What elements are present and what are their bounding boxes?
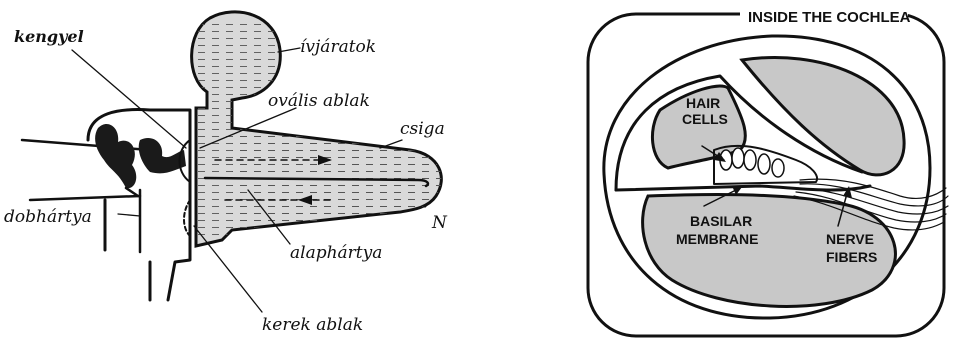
label-membrane: MEMBRANE [676, 231, 758, 247]
malleus-handle [126, 188, 138, 196]
cochlea-cross-section: INSIDE THE COCHLEA [588, 6, 948, 336]
label-alaphartya: alaphártya [290, 243, 382, 263]
label-csiga: csiga [400, 119, 445, 139]
ear-mechanics-diagram: kengyel ívjáratok ovális ablak csiga dob… [4, 12, 448, 335]
label-hair: HAIR [686, 95, 720, 111]
leader-kerek-ablak [194, 226, 262, 312]
label-cells: CELLS [682, 111, 728, 127]
cochlea-title: INSIDE THE COCHLEA [748, 9, 911, 26]
label-basilar: BASILAR [690, 213, 752, 229]
leader-dobhartya [118, 214, 140, 216]
ossicles [95, 124, 136, 188]
stapes-body [139, 138, 186, 173]
label-nerve: NERVE [826, 231, 874, 247]
label-kengyel: kengyel [14, 27, 84, 46]
label-N: N [431, 213, 448, 233]
label-dobhartya: dobhártya [4, 207, 92, 227]
label-fibers: FIBERS [826, 249, 877, 265]
ear-canal-lower-wall [30, 196, 140, 200]
label-ivjaratok: ívjáratok [300, 37, 376, 57]
label-ovalis-ablak: ovális ablak [268, 91, 370, 111]
label-kerek-ablak: kerek ablak [262, 315, 363, 335]
